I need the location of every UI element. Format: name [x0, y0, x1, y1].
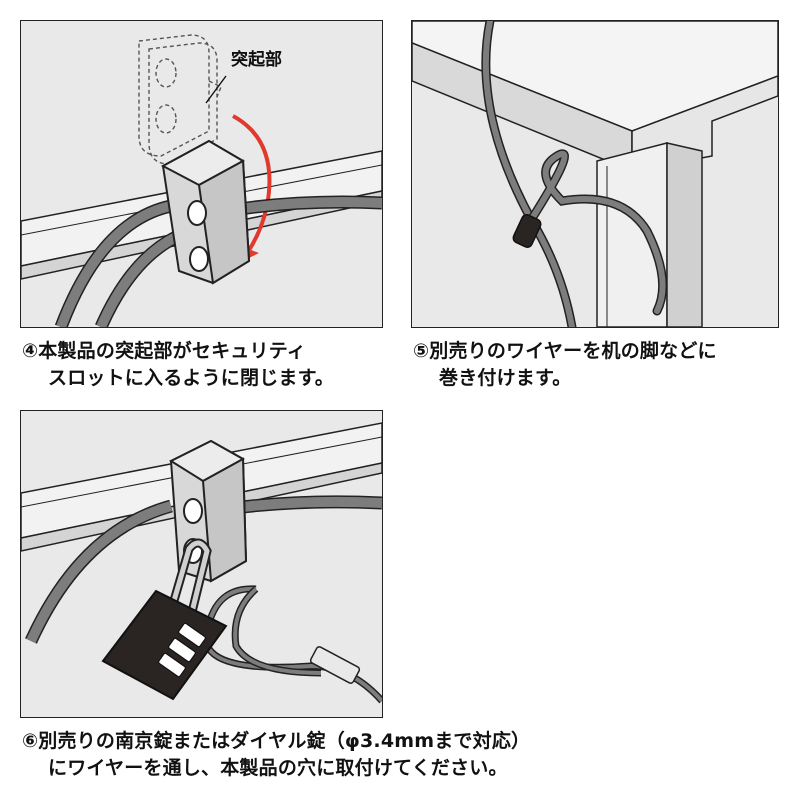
protrusion-ghost: [138, 34, 222, 165]
device-cable-hole-upper: [187, 200, 207, 226]
step4-illustration: 突起部: [20, 20, 383, 328]
callout-leader-line: [205, 75, 227, 104]
device-cable-hole-upper: [183, 498, 203, 524]
step5-caption-line1: ⑤別売りのワイヤーを机の脚などに: [413, 340, 717, 362]
step4-diagram: 突起部: [21, 34, 382, 327]
table-leg-side: [666, 142, 703, 327]
callout-protrusion-label: 突起部: [231, 49, 282, 70]
step6-caption-line1: ⑥別売りの南京錠またはダイヤル錠（φ3.4mmまで対応）: [22, 730, 531, 752]
step5-caption: ⑤別売りのワイヤーを机の脚などに 巻き付けます。: [413, 338, 717, 392]
step6-diagram: [21, 422, 382, 704]
wire-sleeve: [512, 214, 542, 248]
device-lock-hole-lower: [189, 246, 209, 272]
padlock-dials: [158, 622, 206, 678]
step6-illustration: [20, 410, 383, 718]
step6-caption-line2: にワイヤーを通し、本製品の穴に取付けてください。: [48, 757, 508, 779]
wire-crimp-sleeve: [309, 646, 361, 684]
step5-illustration: [411, 20, 779, 328]
combination-padlock: [101, 589, 228, 701]
step5-diagram: [412, 21, 778, 327]
security-lock-device: [160, 139, 251, 285]
wire-loop: [481, 21, 668, 327]
step4-caption-line1: ④本製品の突起部がセキュリティ: [22, 340, 306, 362]
table-leg-front: [596, 142, 668, 327]
padlock-shackle: [168, 540, 210, 617]
step5-caption-line2: 巻き付けます。: [439, 367, 572, 389]
wire-loop: [202, 585, 382, 704]
cable-left: [56, 201, 173, 327]
step6-caption: ⑥別売りの南京錠またはダイヤル錠（φ3.4mmまで対応） にワイヤーを通し、本製…: [22, 728, 530, 782]
step4-caption: ④本製品の突起部がセキュリティ スロットに入るように閉じます。: [22, 338, 334, 392]
step4-caption-line2: スロットに入るように閉じます。: [48, 367, 335, 389]
cable-left: [26, 501, 173, 644]
